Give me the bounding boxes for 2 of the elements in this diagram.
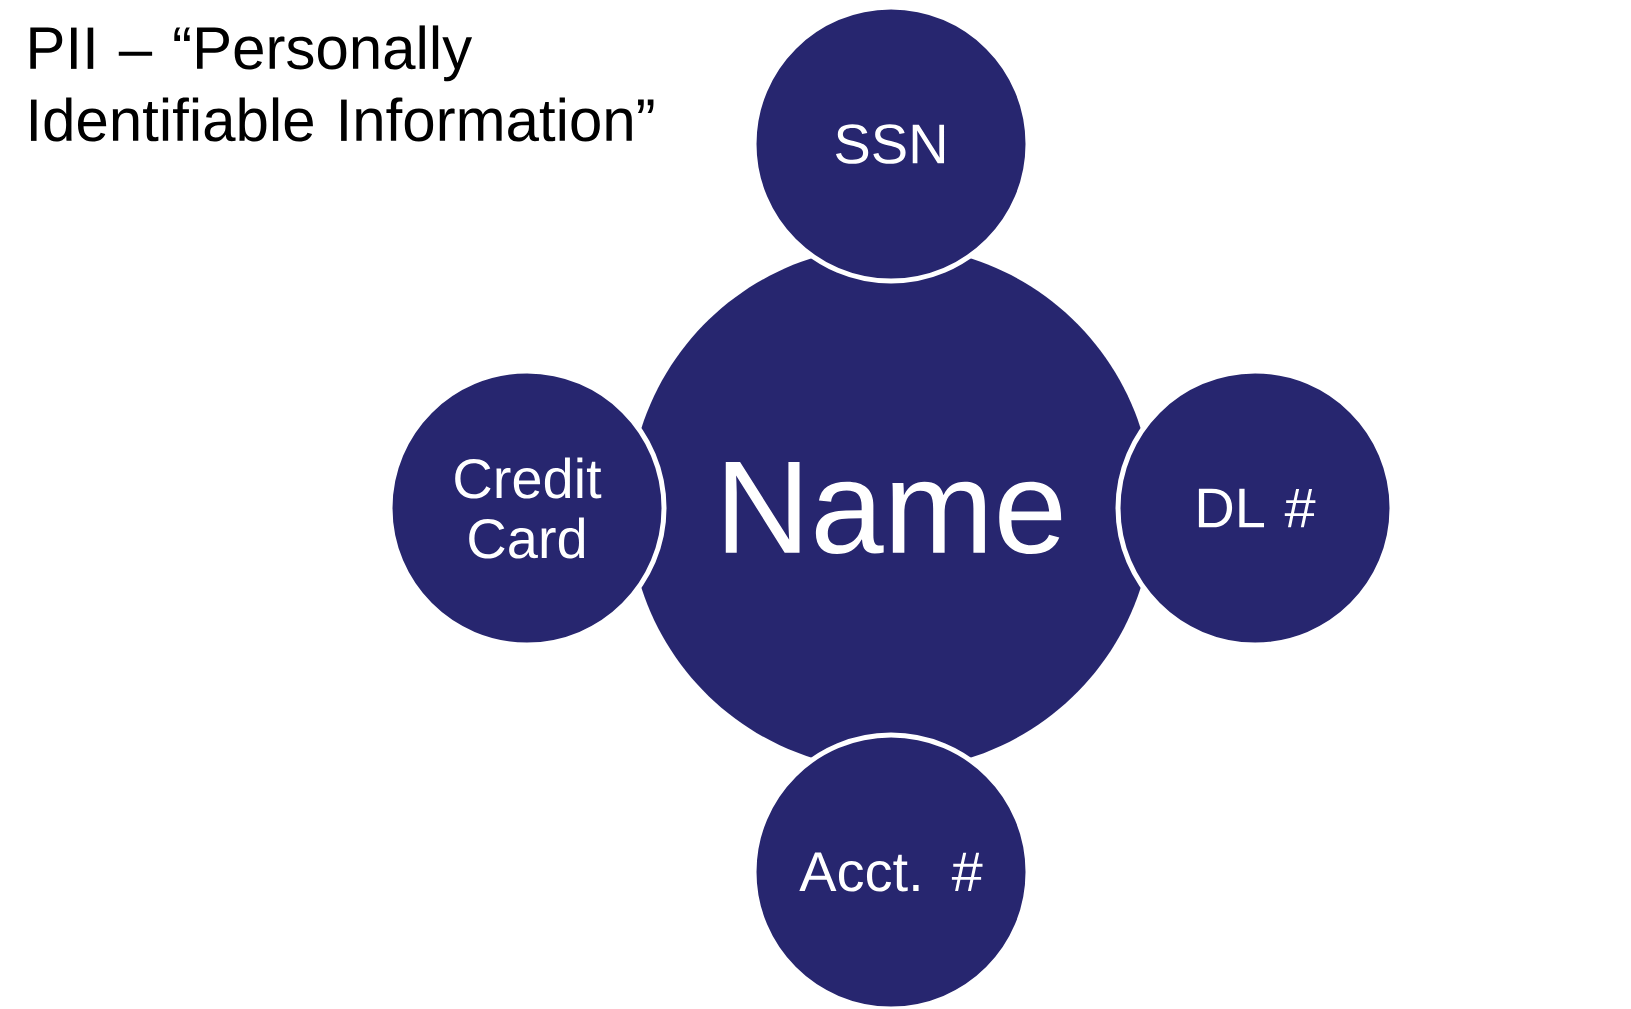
title: PII – “Personally Identifiable Information”	[30, 25, 654, 142]
node-label: Acct. #	[799, 852, 983, 892]
